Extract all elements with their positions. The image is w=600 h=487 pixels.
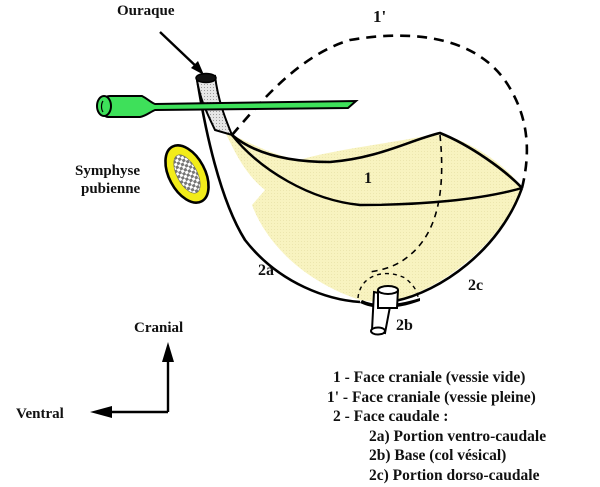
bladder-ventral-wall: [195, 77, 361, 304]
label-face-1: 1: [364, 170, 372, 187]
label-face-1prime: 1': [373, 7, 386, 26]
label-face-2c: 2c: [468, 277, 483, 294]
catheter: [100, 95, 359, 118]
label-symphyse-2: pubienne: [81, 181, 141, 197]
label-ouraque: Ouraque: [117, 3, 175, 19]
urethra-outlet: [370, 285, 399, 336]
inner-fold-line: [231, 134, 523, 207]
label-ventral: Ventral: [16, 406, 64, 422]
legend: 1 - Face craniale (vessie vide) 1' - Fac…: [327, 368, 546, 486]
legend-item: 2b) Base (col vésical): [369, 447, 507, 465]
urachus-opening: [195, 72, 217, 84]
ouraque-arrowhead: [191, 61, 204, 75]
cranial-arrowhead: [162, 342, 174, 362]
label-face-2b: 2b: [396, 317, 413, 334]
label-symphyse-1: Symphyse: [75, 163, 140, 179]
bladder-body: [218, 118, 522, 302]
hidden-neck-dome: [357, 272, 419, 299]
cranial-face-empty: [231, 131, 523, 189]
label-face-2a: 2a: [258, 262, 274, 279]
symphysis-pubis: [164, 144, 210, 204]
legend-item: 1 - Face craniale (vessie vide): [333, 369, 526, 386]
ventral-arrowhead: [90, 406, 112, 418]
legend-item: 2a) Portion ventro-caudale: [369, 427, 547, 445]
legend-item: 2c) Portion dorso-caudale: [369, 466, 540, 484]
bladder-dorsal-wall: [394, 187, 524, 303]
full-bladder-outline: [231, 34, 529, 189]
hidden-dorsal-line: [369, 134, 443, 273]
legend-item: 1' - Face craniale (vessie pleine): [327, 388, 536, 406]
label-cranial: Cranial: [134, 320, 183, 336]
legend-item: 2 - Face caudale :: [333, 408, 449, 426]
